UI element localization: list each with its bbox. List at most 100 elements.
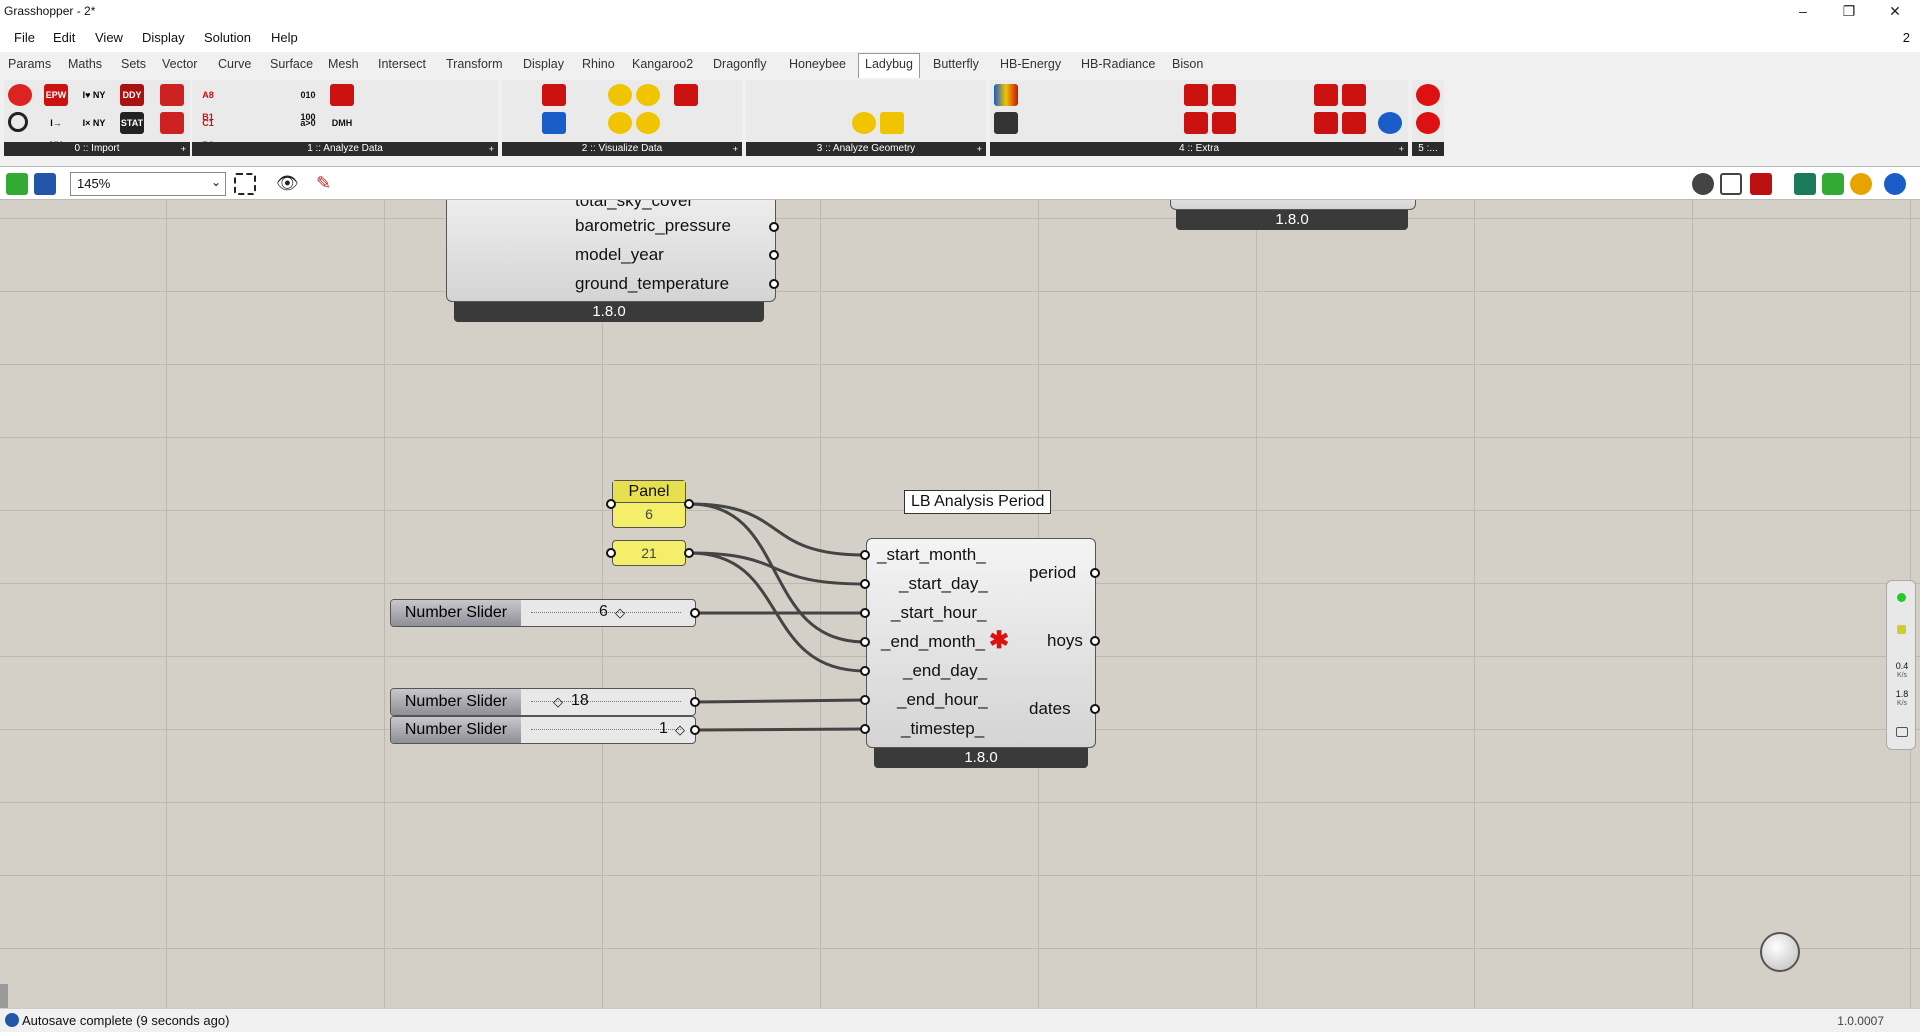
slider-knob-icon[interactable]: ◇ — [675, 722, 685, 737]
2d-icon[interactable] — [1120, 112, 1144, 134]
sun2-icon[interactable] — [752, 112, 776, 134]
port-hoys[interactable] — [1090, 636, 1100, 646]
person-icon[interactable] — [434, 112, 458, 134]
view-icon[interactable] — [788, 84, 812, 106]
file2-icon[interactable] — [1212, 112, 1236, 134]
zoom-dropdown[interactable]: 145%⌄ — [70, 172, 226, 196]
slider2-output-port[interactable] — [690, 697, 700, 707]
home-icon[interactable] — [1314, 112, 1338, 134]
output-port-ground-temp[interactable] — [769, 279, 779, 289]
legend-icon[interactable] — [994, 84, 1018, 106]
radiation-icon[interactable] — [852, 112, 876, 134]
panel1-input-port[interactable] — [606, 499, 616, 509]
folder-red-icon[interactable] — [1314, 84, 1338, 106]
panel2-input-port[interactable] — [606, 548, 616, 558]
bar-chart-icon[interactable] — [542, 84, 566, 106]
filter-icon[interactable] — [916, 84, 940, 106]
chart-icon[interactable] — [406, 84, 430, 106]
plot-icon[interactable] — [468, 84, 492, 106]
menu-view[interactable]: View — [95, 30, 123, 45]
port-start-day[interactable] — [860, 579, 870, 589]
sky-icon[interactable] — [952, 112, 976, 134]
shade-icon[interactable] — [880, 84, 904, 106]
panel-component-2[interactable]: 21 — [612, 540, 686, 566]
tab-dragonfly[interactable]: Dragonfly — [713, 57, 767, 71]
tab-hb-radiance[interactable]: HB-Radiance — [1081, 57, 1156, 71]
tab-sets[interactable]: Sets — [121, 57, 147, 71]
stat-icon[interactable]: STAT — [120, 112, 144, 134]
ab-icon[interactable]: A8 B1 — [202, 90, 214, 122]
stack-chart-icon[interactable] — [542, 112, 566, 134]
output-port-barometric[interactable] — [769, 222, 779, 232]
ab2-icon[interactable] — [258, 112, 282, 134]
eye-icon[interactable] — [816, 112, 840, 134]
tab-transform[interactable]: Transform — [446, 57, 503, 71]
cb-icon[interactable]: C1 B2 — [202, 118, 214, 150]
sky-dome-icon[interactable] — [636, 112, 660, 134]
tab-butterfly[interactable]: Butterfly — [933, 57, 979, 71]
panel1-output-port[interactable] — [684, 499, 694, 509]
red-circle-icon[interactable] — [1416, 84, 1440, 106]
tab-ladybug[interactable]: Ladybug — [858, 53, 920, 78]
menu-edit[interactable]: Edit — [53, 30, 76, 45]
ny-cross-icon[interactable]: I× NY — [82, 118, 106, 128]
output-port-model-year[interactable] — [769, 250, 779, 260]
arrows-icon[interactable] — [258, 84, 282, 106]
folder2-icon[interactable] — [1342, 112, 1366, 134]
maximize-button[interactable]: ❐ — [1842, 3, 1856, 19]
grid-color-icon[interactable] — [1082, 112, 1106, 134]
epw-icon[interactable]: EPW — [44, 84, 68, 106]
map-icon[interactable] — [160, 84, 184, 106]
port-end-hour[interactable] — [860, 695, 870, 705]
tab-vector[interactable]: Vector — [162, 57, 198, 71]
ny-heart-icon[interactable]: I♥ NY — [82, 90, 106, 100]
location-icon[interactable] — [160, 112, 184, 134]
export2-icon[interactable] — [1184, 112, 1208, 134]
tab-bison[interactable]: Bison — [1172, 57, 1204, 71]
port-end-month[interactable] — [860, 637, 870, 647]
funnel-icon[interactable] — [916, 112, 940, 134]
menu-solution[interactable]: Solution — [204, 30, 251, 45]
export-icon[interactable] — [1184, 84, 1208, 106]
number-slider-start-hour[interactable]: Number Slider 6 ◇ — [390, 599, 696, 627]
radiation-rose-icon[interactable] — [636, 84, 660, 106]
slider1-output-port[interactable] — [690, 608, 700, 618]
tree-icon[interactable] — [1248, 112, 1272, 134]
menu-display[interactable]: Display — [142, 30, 185, 45]
sun-path-icon[interactable] — [8, 84, 32, 106]
lb-analysis-period-component[interactable]: _start_month_ _start_day_ _start_hour_ _… — [866, 538, 1096, 748]
number-slider-end-hour[interactable]: Number Slider ◇ 18 — [390, 688, 696, 716]
preview-selected-icon[interactable] — [1750, 173, 1772, 195]
shadow-icon[interactable] — [880, 112, 904, 134]
close-button[interactable]: ✕ — [1889, 3, 1901, 19]
burst-icon[interactable] — [788, 112, 812, 134]
slider-knob-icon[interactable]: ◇ — [553, 694, 563, 709]
plot2-icon[interactable] — [468, 112, 492, 134]
line-icon[interactable] — [570, 84, 594, 106]
mesh-icon[interactable] — [1822, 173, 1844, 195]
tab-maths[interactable]: Maths — [68, 57, 103, 71]
image-grid-icon[interactable] — [1082, 84, 1106, 106]
sunpath-yellow-icon[interactable] — [608, 84, 632, 106]
tab-honeybee[interactable]: Honeybee — [789, 57, 846, 71]
tab-display[interactable]: Display — [523, 57, 564, 71]
gear-icon[interactable] — [508, 112, 532, 134]
thermometer-icon[interactable] — [368, 84, 392, 106]
wireframe-icon[interactable] — [1720, 173, 1742, 195]
port-dates[interactable] — [1090, 704, 1100, 714]
minimize-button[interactable]: – — [1799, 3, 1807, 19]
globe-settings-icon[interactable] — [1884, 173, 1906, 195]
profiler-widget[interactable]: 0.4 K/s 1.8 K/s — [1886, 580, 1916, 750]
sun-ray-icon[interactable] — [752, 84, 776, 106]
save-icon[interactable] — [34, 173, 56, 195]
globe-icon[interactable] — [1378, 112, 1402, 134]
tab-curve[interactable]: Curve — [218, 57, 252, 71]
wind-icon[interactable] — [710, 84, 734, 106]
color-table-icon[interactable] — [1054, 112, 1078, 134]
navigation-ball-icon[interactable] — [1760, 932, 1800, 972]
grasshopper-canvas[interactable]: total_sky_cover barometric_pressure mode… — [0, 200, 1920, 1008]
grid-icon[interactable] — [330, 84, 354, 106]
tab-kangaroo2[interactable]: Kangaroo2 — [632, 57, 694, 71]
ny-arrow-icon[interactable]: I→ NY — [50, 118, 63, 150]
dmh-icon[interactable]: DMH — [331, 118, 353, 128]
